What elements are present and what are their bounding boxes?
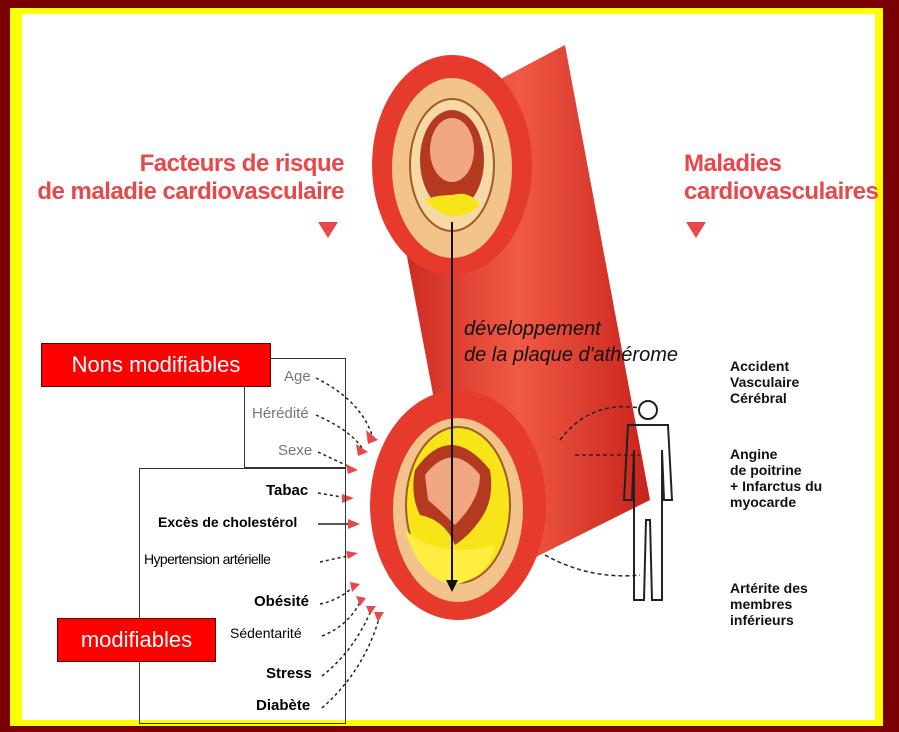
non-modifiable-tag: Nons modifiables	[41, 343, 271, 387]
plaque-label-line1: développement	[464, 316, 678, 342]
risk-factors-triangle-icon	[318, 222, 338, 238]
factor-heredity: Hérédité	[252, 405, 309, 422]
factor-hypertension: Hypertension artérielle	[144, 551, 270, 567]
factor-stress: Stress	[266, 665, 312, 682]
diseases-title: Maladies cardiovasculaires	[684, 150, 878, 206]
risk-factors-title: Facteurs de risque de maladie cardiovasc…	[110, 150, 344, 206]
disease-angina-infarction: Angine de poitrine + Infarctus du myocar…	[730, 446, 822, 510]
factor-obesity: Obésité	[254, 593, 309, 610]
modifiable-tag: modifiables	[57, 618, 216, 662]
factor-diabetes: Diabète	[256, 697, 310, 714]
diseases-title-line1: Maladies	[684, 150, 878, 178]
factor-age: Age	[284, 368, 311, 385]
factor-tobacco: Tabac	[266, 482, 308, 499]
bottom-cross-section	[370, 390, 546, 620]
plaque-development-label: développement de la plaque d'athérome	[464, 316, 678, 368]
disease-peripheral-arteritis: Artérite des membres inférieurs	[730, 580, 808, 628]
disease-stroke: Accident Vasculaire Cérébral	[730, 358, 799, 406]
risk-factors-title-line1: Facteurs de risque	[110, 150, 344, 178]
risk-factors-title-line2: de maladie cardiovasculaire	[30, 178, 344, 206]
modifiable-box	[139, 468, 346, 724]
factor-cholesterol: Excès de cholestérol	[158, 514, 297, 530]
factor-sex: Sexe	[278, 442, 312, 459]
factor-sedentary: Sédentarité	[230, 625, 302, 641]
diseases-title-line2: cardiovasculaires	[684, 178, 878, 206]
diseases-triangle-icon	[686, 222, 706, 238]
plaque-label-line2: de la plaque d'athérome	[464, 342, 678, 368]
